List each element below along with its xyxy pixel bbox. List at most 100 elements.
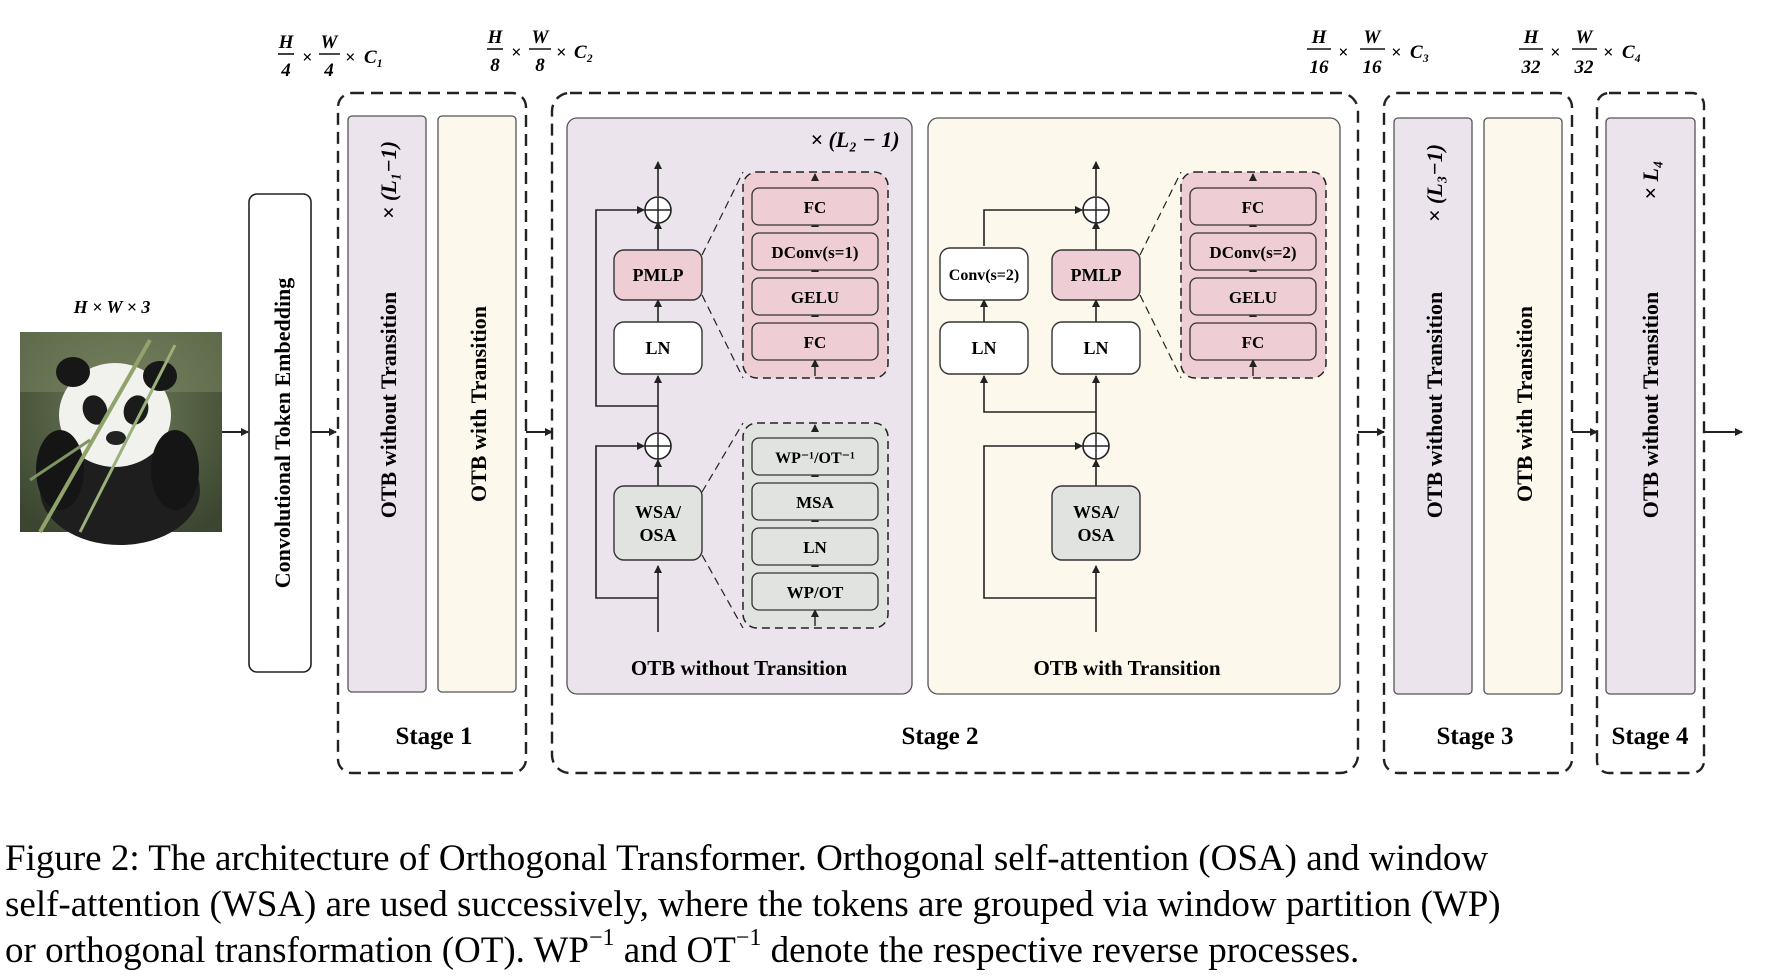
mlp-layer-label: DConv(s=1) <box>771 243 858 262</box>
svg-text:W: W <box>321 32 339 53</box>
stage2-wo-pmlp-box <box>613 249 703 301</box>
attn-layer-box <box>751 437 879 476</box>
stage2-wo-ln-box <box>613 321 703 375</box>
figure-caption: Figure 2: The architecture of Orthogonal… <box>5 836 1760 974</box>
stage2-w-ln-right-label: LN <box>1083 338 1108 358</box>
mlp-layer-label: GELU <box>791 288 839 307</box>
svg-text:×: × <box>1550 42 1560 62</box>
attn-layer-label: LN <box>803 538 827 557</box>
svg-text:8: 8 <box>535 55 545 76</box>
attn-layer-box <box>751 482 879 521</box>
stage2-w-ln-right-box <box>1051 321 1141 375</box>
stage1-otb-without-label: OTB without Transition <box>376 292 401 519</box>
svg-text:C₂: C₂ <box>574 42 593 63</box>
residual-add-icon <box>644 196 672 224</box>
stage2-w-attn-label-1: WSA/ <box>1073 502 1120 522</box>
residual-add-icon <box>644 432 672 460</box>
svg-text:H: H <box>487 27 504 48</box>
svg-text:32: 32 <box>1574 57 1595 78</box>
stage2-w-attn-label-2: OSA <box>1077 525 1114 545</box>
mlp-layer-label: FC <box>1242 333 1265 352</box>
residual-add-icon <box>1082 432 1110 460</box>
svg-text:×: × <box>556 42 566 62</box>
stage2-w-conv-box <box>939 247 1029 301</box>
attn-layer-label: WP/OT <box>787 583 844 602</box>
mlp-layer-box <box>751 277 879 316</box>
residual-add-icon <box>1082 196 1110 224</box>
input-dims-label: H × W × 3 <box>73 297 151 317</box>
mlp-layer-label: GELU <box>1229 288 1277 307</box>
svg-text:C₁: C₁ <box>364 47 383 68</box>
svg-text:W: W <box>1364 27 1382 48</box>
caption-line: self-attention (WSA) are used successive… <box>5 884 1501 925</box>
stage3-label: Stage 3 <box>1436 723 1513 750</box>
mlp-layer-box <box>1189 232 1317 271</box>
stage2-frame <box>550 91 1360 775</box>
panda-input-image <box>20 332 222 545</box>
stage2-w-conv-label: Conv(s=2) <box>949 267 1019 284</box>
resolution-label-4: H 32 × W 32 × C₄ <box>1519 27 1641 78</box>
stage2-otb-with-title: OTB with Transition <box>1033 656 1220 680</box>
attn-layer-box <box>751 527 879 566</box>
caption-line: Figure 2: The architecture of Orthogonal… <box>5 838 1489 879</box>
stage4-otb-without-box <box>1605 117 1696 695</box>
stage2-repeat-label: × (L₂ − 1) <box>810 127 899 152</box>
svg-text:H: H <box>1311 27 1328 48</box>
svg-text:×: × <box>1391 42 1401 62</box>
stage2-wo-attn-label-2: OSA <box>639 525 676 545</box>
svg-text:×: × <box>1338 42 1348 62</box>
resolution-label-1: H 4 × W 4 × C₁ <box>278 32 384 81</box>
svg-text:32: 32 <box>1521 57 1542 78</box>
resolution-label-2: H 8 × W 8 × C₂ <box>487 27 594 76</box>
stage1-frame <box>336 91 528 775</box>
stage3-otb-with-label: OTB with Transition <box>1512 306 1537 502</box>
svg-text:W: W <box>532 27 550 48</box>
resolution-label-3: H 16 × W 16 × C₃ <box>1307 27 1429 78</box>
stage2-w-attn-box <box>1051 485 1141 561</box>
svg-text:×: × <box>302 47 312 67</box>
svg-text:16: 16 <box>1363 57 1383 78</box>
stage1-otb-with-label: OTB with Transition <box>466 306 491 502</box>
stage1-repeat-label: × (L₁−1) <box>376 141 401 219</box>
stage2-wo-pmlp-label: PMLP <box>633 265 684 285</box>
mlp-layer-box <box>1189 187 1317 226</box>
svg-text:H: H <box>1523 27 1540 48</box>
stage3-otb-with-box <box>1483 117 1563 695</box>
stage3-otb-without-box <box>1393 117 1473 695</box>
stage2-otb-without-title: OTB without Transition <box>631 656 848 680</box>
svg-text:4: 4 <box>280 60 291 81</box>
stage2-wo-attn-box <box>613 485 703 561</box>
mlp-layer-box <box>1189 322 1317 361</box>
attn-layer-box <box>751 572 879 611</box>
stage1-otb-with-box <box>437 115 517 693</box>
svg-text:4: 4 <box>323 60 334 81</box>
svg-text:×: × <box>511 42 521 62</box>
stage2-w-pmlp-label: PMLP <box>1071 265 1122 285</box>
mlp-layer-box <box>751 232 879 271</box>
mlp-layer-label: FC <box>1242 198 1265 217</box>
svg-text:8: 8 <box>490 55 500 76</box>
attn-layer-label: MSA <box>796 493 835 512</box>
stage3-repeat-label: × (L₃−1) <box>1422 144 1447 222</box>
conv-token-embedding-label: Convolutional Token Embedding <box>270 278 295 589</box>
stage3-frame <box>1382 91 1574 775</box>
svg-text:C₄: C₄ <box>1622 42 1641 63</box>
stage3-otb-without-label: OTB without Transition <box>1422 292 1447 519</box>
svg-text:×: × <box>345 47 355 67</box>
stage4-repeat-label: × L₄ <box>1638 160 1663 199</box>
mlp-layer-label: FC <box>804 333 827 352</box>
stage4-label: Stage 4 <box>1611 723 1689 750</box>
attn-layer-label: WP⁻¹/OT⁻¹ <box>775 450 855 467</box>
mlp-layer-box <box>751 322 879 361</box>
mlp-layer-box <box>751 187 879 226</box>
svg-text:C₃: C₃ <box>1410 42 1429 63</box>
svg-text:H: H <box>278 32 295 53</box>
svg-text:W: W <box>1576 27 1594 48</box>
stage2-wo-attn-label-1: WSA/ <box>635 502 682 522</box>
stage2-w-pmlp-box <box>1051 249 1141 301</box>
mlp-layer-label: FC <box>804 198 827 217</box>
caption-line: or orthogonal transformation (OT). WP−1 … <box>5 924 1360 971</box>
architecture-diagram: H × W × 3 Convolutional Token Embedding … <box>20 27 1743 775</box>
stage1-label: Stage 1 <box>395 723 472 750</box>
stage2-w-ln-left-box <box>939 321 1029 375</box>
